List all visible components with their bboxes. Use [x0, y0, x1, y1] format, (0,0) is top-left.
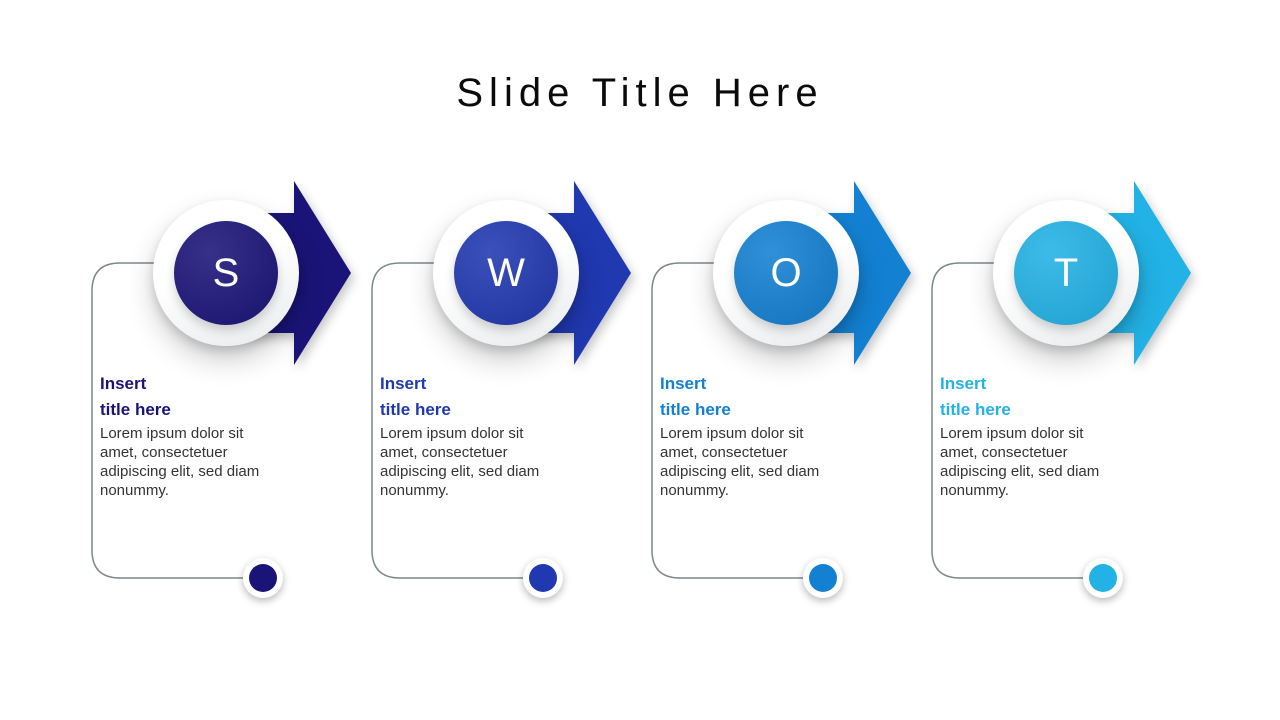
card-outline — [651, 262, 823, 579]
card-body: Lorem ipsum dolor sit amet, consectetuer… — [380, 425, 540, 499]
letter-label: W — [487, 251, 525, 295]
connector-dot — [249, 564, 277, 592]
letter-badge: S — [174, 221, 278, 325]
connector-dot — [809, 564, 837, 592]
card-body: Lorem ipsum dolor sit amet, consectetuer… — [940, 425, 1100, 499]
connector-dot-ring — [523, 558, 563, 598]
connector-dot — [529, 564, 557, 592]
letter-badge: W — [454, 221, 558, 325]
card-title: Insert title here — [100, 374, 171, 419]
card-text-block: Insert title here Lorem ipsum dolor sit … — [380, 371, 560, 500]
card-body: Lorem ipsum dolor sit amet, consectetuer… — [100, 425, 260, 499]
card-title: Insert title here — [940, 374, 1011, 419]
swot-column-w: W Insert title here Lorem ipsum dolor si… — [370, 175, 660, 605]
connector-dot-ring — [803, 558, 843, 598]
connector-dot-ring — [243, 558, 283, 598]
letter-label: S — [212, 251, 240, 295]
card-title: Insert title here — [660, 374, 731, 419]
connector-dot — [1089, 564, 1117, 592]
slide-title: Slide Title Here — [456, 70, 824, 115]
swot-column-o: O Insert title here Lorem ipsum dolor si… — [650, 175, 940, 605]
card-body: Lorem ipsum dolor sit amet, consectetuer… — [660, 425, 820, 499]
swot-column-s: S Insert title here Lorem ipsum dolor si… — [90, 175, 380, 605]
letter-badge: O — [734, 221, 838, 325]
card-outline — [91, 262, 263, 579]
card-text-block: Insert title here Lorem ipsum dolor sit … — [100, 371, 280, 500]
card-text-block: Insert title here Lorem ipsum dolor sit … — [660, 371, 840, 500]
card-outline — [371, 262, 543, 579]
letter-label: O — [770, 251, 802, 295]
letter-label: T — [1053, 251, 1079, 295]
card-outline — [931, 262, 1103, 579]
swot-column-t: T Insert title here Lorem ipsum dolor si… — [930, 175, 1220, 605]
card-title: Insert title here — [380, 374, 451, 419]
letter-badge: T — [1014, 221, 1118, 325]
connector-dot-ring — [1083, 558, 1123, 598]
card-text-block: Insert title here Lorem ipsum dolor sit … — [940, 371, 1120, 500]
